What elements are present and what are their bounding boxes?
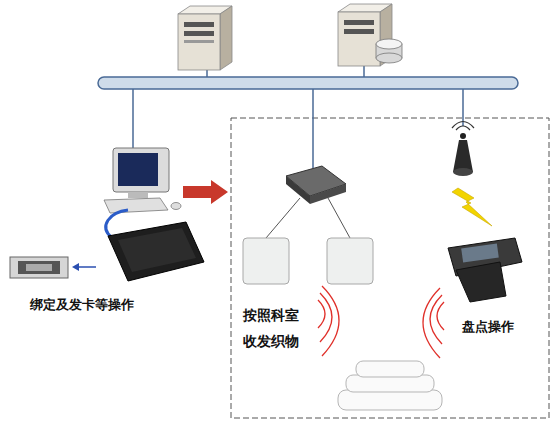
towel xyxy=(346,375,434,392)
tag-coil xyxy=(26,264,52,271)
rfid-tag xyxy=(10,257,68,278)
monitor xyxy=(113,148,169,192)
disk-top xyxy=(376,39,402,49)
radio-waves xyxy=(318,286,444,358)
server-front xyxy=(338,12,380,66)
tag-body xyxy=(10,257,68,278)
antenna-cable xyxy=(328,198,350,238)
blue-arrow-head xyxy=(72,263,79,271)
wave xyxy=(430,295,442,344)
wave xyxy=(423,288,440,358)
wire xyxy=(132,89,134,150)
reader-side xyxy=(286,176,310,204)
reader-front xyxy=(310,184,346,204)
wireless-access-point xyxy=(452,122,474,177)
disk-bottom xyxy=(376,53,402,63)
wave xyxy=(320,293,332,342)
mouse xyxy=(171,203,181,210)
computer-icon xyxy=(104,148,181,213)
wave xyxy=(322,286,339,356)
lightning-bolt xyxy=(452,188,492,226)
caption-label: 绑定及发卡等操作 xyxy=(30,296,160,314)
keyboard xyxy=(104,198,168,213)
antenna-cable xyxy=(266,198,300,238)
server-icon xyxy=(178,6,232,70)
caption-label: 盘点操作 xyxy=(462,318,532,336)
network-bus xyxy=(98,77,518,89)
towel xyxy=(356,361,424,377)
towel-stack xyxy=(338,361,442,410)
monitor-screen xyxy=(118,153,158,186)
ap-body xyxy=(453,140,473,172)
reader-pad xyxy=(108,222,204,281)
rfid-reader xyxy=(266,166,350,238)
server-slot xyxy=(344,29,374,34)
monitor-stand xyxy=(128,192,148,198)
server-slot xyxy=(184,31,214,36)
signal-arc xyxy=(452,122,474,129)
card-reader-icon xyxy=(106,210,204,281)
wave xyxy=(437,302,444,330)
server-slot xyxy=(184,22,214,27)
towel xyxy=(338,390,442,410)
wave xyxy=(318,300,325,328)
handheld-reader xyxy=(448,238,522,302)
handheld-screen xyxy=(461,244,499,263)
server-slot xyxy=(184,40,214,43)
handheld-grip xyxy=(456,262,506,302)
dashed-area xyxy=(231,118,549,418)
antenna-panel xyxy=(243,238,289,284)
red-arrow xyxy=(183,180,228,204)
caption-label: 按照科室 收发织物 xyxy=(243,302,305,354)
server-slot xyxy=(344,20,374,25)
antenna-panel xyxy=(327,238,373,284)
wire xyxy=(462,89,464,126)
wire xyxy=(312,89,314,168)
signal-arc xyxy=(456,126,470,130)
reader-face xyxy=(118,228,196,272)
database-server-icon xyxy=(338,4,402,66)
server-side xyxy=(220,6,232,70)
server-front xyxy=(178,14,220,70)
tag-chip xyxy=(18,261,60,274)
ap-tip xyxy=(460,133,466,139)
ap-base xyxy=(453,168,473,176)
